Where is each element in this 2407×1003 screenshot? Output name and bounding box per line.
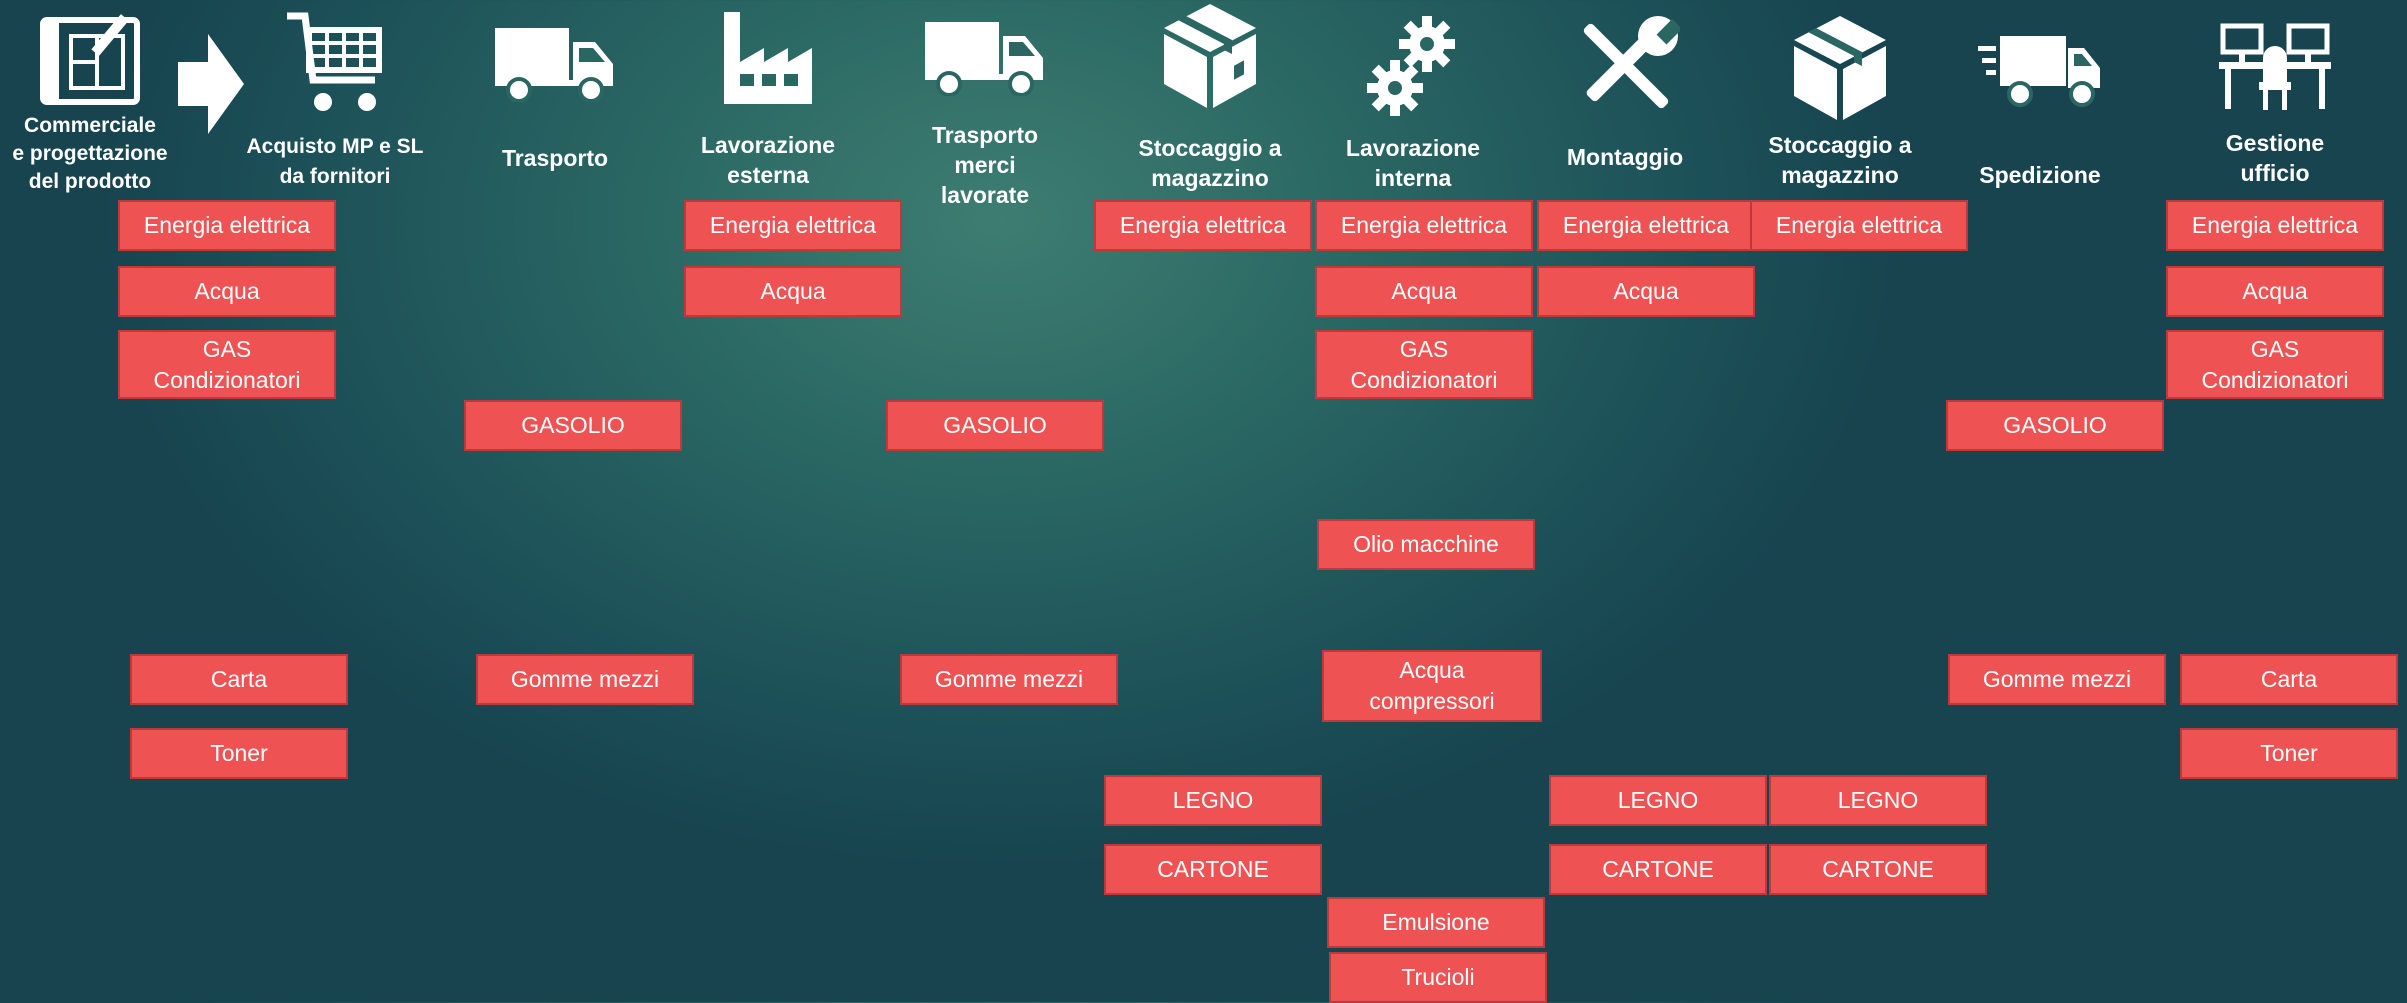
resource-box: GAS Condizionatori xyxy=(2166,330,2384,399)
resource-box: Acqua compressori xyxy=(1322,650,1542,722)
phase-title: Stoccaggio a magazzino xyxy=(1138,135,1282,191)
resource-box: Trucioli xyxy=(1329,952,1547,1003)
resource-box: GASOLIO xyxy=(464,400,682,451)
resource-box: Olio macchine xyxy=(1317,519,1535,570)
shopping-cart-icon xyxy=(283,8,387,116)
resource-box: Energia elettrica xyxy=(1094,200,1312,251)
resource-box: CARTONE xyxy=(1769,844,1987,895)
resource-box: Acqua xyxy=(2166,266,2384,317)
phase-title: Commerciale e progettazione del prodotto xyxy=(12,114,168,193)
resource-box: LEGNO xyxy=(1769,775,1987,826)
resource-box: Acqua xyxy=(684,266,902,317)
resource-box: Gomme mezzi xyxy=(900,654,1118,705)
fast-delivery-icon xyxy=(1978,32,2102,108)
box-icon xyxy=(1792,14,1888,122)
phase-commerciale: Commerciale e progettazione del prodotto xyxy=(0,0,180,200)
resource-box: CARTONE xyxy=(1549,844,1767,895)
resource-box: Emulsione xyxy=(1327,897,1545,948)
office-desk-icon xyxy=(2219,22,2331,110)
phase-title: Montaggio xyxy=(1566,144,1684,170)
phase-montaggio: Montaggio xyxy=(1520,0,1730,200)
factory-icon xyxy=(720,12,816,106)
phase-trasporto-merci: Trasporto merci lavorate xyxy=(880,0,1090,208)
resource-box: Toner xyxy=(2180,728,2398,779)
phase-title: Stoccaggio a magazzino xyxy=(1768,132,1912,188)
blueprint-icon xyxy=(35,10,145,110)
phase-title: Lavorazione esterna xyxy=(700,132,836,188)
phase-title: Acquisto MP e SL da fornitori xyxy=(246,135,424,188)
tools-icon xyxy=(1570,16,1680,126)
gears-icon xyxy=(1365,14,1461,118)
phase-lavorazione-interna: Lavorazione interna xyxy=(1308,0,1518,200)
phase-title: Trasporto xyxy=(501,145,609,171)
resource-box: Energia elettrica xyxy=(1537,200,1755,251)
phase-stoccaggio-1: Stoccaggio a magazzino xyxy=(1105,0,1315,200)
resource-box: Acqua xyxy=(1315,266,1533,317)
truck-icon xyxy=(495,28,615,102)
resource-box: GASOLIO xyxy=(886,400,1104,451)
resource-box: Gomme mezzi xyxy=(476,654,694,705)
arrow-right-icon xyxy=(178,34,244,139)
phase-title: Trasporto merci lavorate xyxy=(931,122,1039,208)
resource-box: LEGNO xyxy=(1549,775,1767,826)
resource-box: Energia elettrica xyxy=(2166,200,2384,251)
resource-box: CARTONE xyxy=(1104,844,1322,895)
phase-stoccaggio-2: Stoccaggio a magazzino xyxy=(1735,0,1945,200)
resource-box: Energia elettrica xyxy=(118,200,336,251)
resource-box: LEGNO xyxy=(1104,775,1322,826)
phase-spedizione: Spedizione xyxy=(1935,0,2145,200)
resource-box: GAS Condizionatori xyxy=(1315,330,1533,399)
resource-box: Energia elettrica xyxy=(1315,200,1533,251)
phase-gestione-ufficio: Gestione ufficio xyxy=(2170,0,2380,200)
resource-box: GASOLIO xyxy=(1946,400,2164,451)
resource-box: Gomme mezzi xyxy=(1948,654,2166,705)
phase-title: Lavorazione interna xyxy=(1345,135,1481,191)
box-icon xyxy=(1162,2,1258,110)
resource-box: Energia elettrica xyxy=(1750,200,1968,251)
resource-box: Energia elettrica xyxy=(684,200,902,251)
truck-icon xyxy=(925,22,1045,96)
resource-box: GAS Condizionatori xyxy=(118,330,336,399)
resource-box: Toner xyxy=(130,728,348,779)
resource-box: Carta xyxy=(130,654,348,705)
resource-box: Acqua xyxy=(118,266,336,317)
phase-acquisto: Acquisto MP e SL da fornitori xyxy=(240,0,430,200)
phase-title: Spedizione xyxy=(1979,162,2101,188)
phase-trasporto: Trasporto xyxy=(450,0,660,200)
resource-box: Carta xyxy=(2180,654,2398,705)
phase-title: Gestione ufficio xyxy=(2225,130,2325,186)
phase-lavorazione-esterna: Lavorazione esterna xyxy=(663,0,873,200)
resource-box: Acqua xyxy=(1537,266,1755,317)
